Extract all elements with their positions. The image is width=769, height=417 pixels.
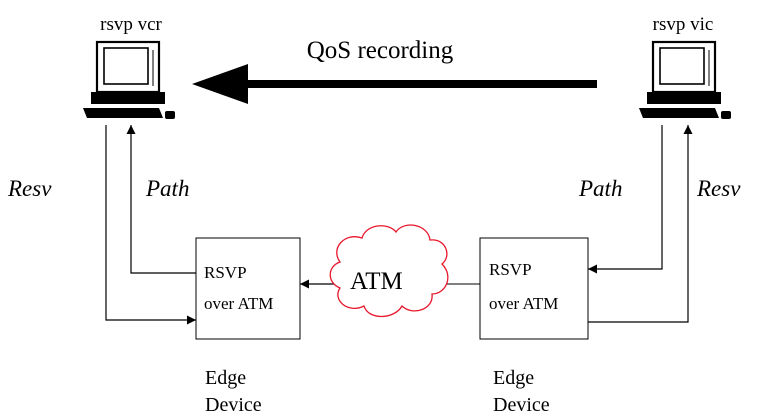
right-resv-label: Resv	[696, 176, 741, 201]
left-resv-label: Resv	[7, 176, 52, 201]
right-edge-device-box	[479, 237, 589, 340]
right-path-label: Path	[578, 176, 622, 201]
right-resv-flow	[588, 125, 693, 323]
right-edge-device-line1: RSVP	[489, 260, 532, 279]
left-edge-device-caption2: Device	[205, 394, 262, 416]
left-resv-flow	[105, 125, 196, 325]
right-computer-icon	[637, 40, 733, 121]
left-path-label: Path	[145, 176, 189, 201]
right-edge-device-line2: over ATM	[489, 294, 558, 313]
left-edge-device-line1: RSVP	[204, 263, 247, 282]
left-computer-icon	[81, 40, 177, 121]
atm-label: ATM	[350, 268, 403, 295]
right-edge-device-caption2: Device	[493, 394, 550, 416]
left-edge-device-caption1: Edge	[205, 367, 246, 389]
left-edge-device-line2: over ATM	[204, 294, 273, 313]
right-path-flow	[588, 125, 663, 274]
left-edge-device-box	[195, 237, 301, 340]
qos-recording-label: QoS recording	[307, 37, 454, 64]
left-computer-label: rsvp vcr	[100, 14, 162, 35]
qos-recording-arrow	[192, 64, 597, 104]
right-computer-label: rsvp vic	[653, 14, 714, 35]
atm-cloud-shape	[329, 224, 449, 318]
left-path-flow	[126, 125, 196, 274]
right-edge-device-caption1: Edge	[493, 367, 534, 389]
